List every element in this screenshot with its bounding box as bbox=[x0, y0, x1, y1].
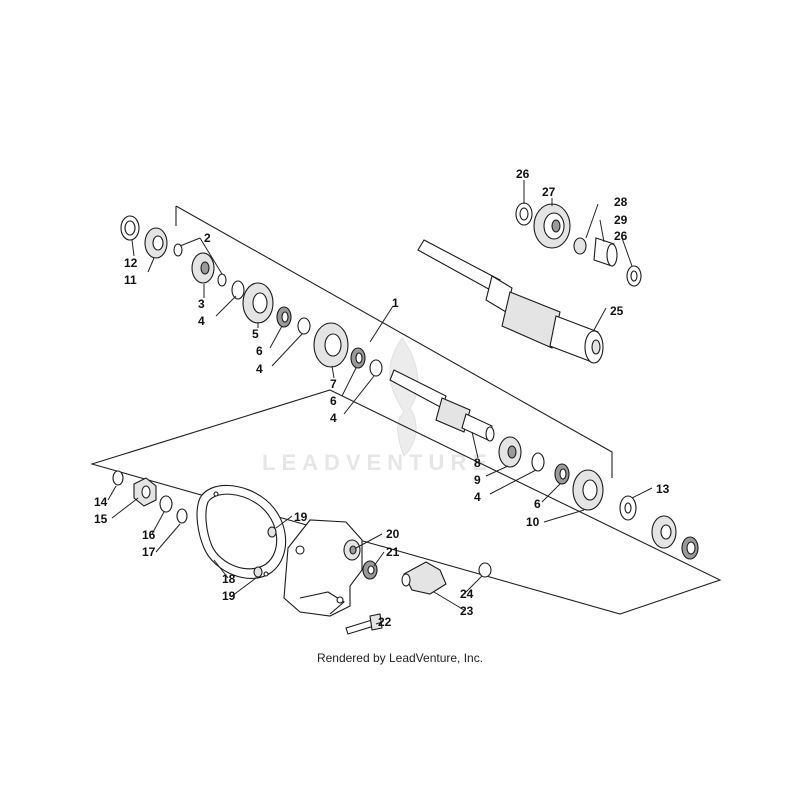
bushing-28 bbox=[573, 237, 587, 255]
callout-label: 15 bbox=[94, 512, 108, 526]
dowel-19-bottom bbox=[253, 566, 263, 578]
callout-label: 3 bbox=[198, 297, 205, 311]
washer-12 bbox=[120, 215, 140, 241]
callout-label: 16 bbox=[142, 528, 156, 542]
gear-10 bbox=[572, 469, 604, 511]
callout-label: 12 bbox=[124, 256, 138, 270]
callout-label: 13 bbox=[656, 482, 670, 496]
hub-3 bbox=[191, 252, 215, 284]
callout-label: 6 bbox=[534, 497, 541, 511]
callout-label: 19 bbox=[294, 510, 308, 524]
callout-label: 4 bbox=[330, 411, 337, 425]
callout-label: 4 bbox=[474, 490, 481, 504]
washer-26-right bbox=[626, 265, 642, 287]
callout-label: 23 bbox=[460, 604, 474, 618]
watermark-text: LEADVENTURE bbox=[262, 450, 493, 475]
callout-label: 26 bbox=[516, 167, 530, 181]
bearing-6b bbox=[350, 347, 366, 369]
washer-13 bbox=[619, 495, 637, 521]
callout-label: 9 bbox=[474, 473, 481, 487]
callout-label: 18 bbox=[222, 572, 236, 586]
bearing-6c bbox=[554, 463, 570, 485]
watermark-flame-logo bbox=[389, 337, 419, 457]
callout-label: 27 bbox=[542, 185, 556, 199]
callout-label: 20 bbox=[386, 527, 400, 541]
clip-2b bbox=[217, 273, 227, 287]
callout-label: 26 bbox=[614, 229, 628, 243]
callout-label: 5 bbox=[252, 327, 259, 341]
bearing-right bbox=[651, 515, 677, 549]
washer-4b bbox=[297, 317, 311, 335]
gear-27 bbox=[533, 203, 571, 249]
callout-label: 17 bbox=[142, 545, 156, 559]
callout-label: 21 bbox=[386, 545, 400, 559]
footer-credit: Rendered by LeadVenture, Inc. bbox=[317, 651, 483, 665]
oring-24 bbox=[478, 562, 492, 578]
callout-label: 2 bbox=[204, 231, 211, 245]
seal-right bbox=[681, 536, 699, 560]
callout-label: 29 bbox=[614, 213, 628, 227]
bolt-22 bbox=[345, 613, 383, 635]
case-assembly-frame bbox=[90, 389, 722, 615]
callout-label: 6 bbox=[256, 344, 263, 358]
callout-label: 25 bbox=[610, 304, 624, 318]
sleeve-29 bbox=[593, 237, 618, 267]
washer-26-top bbox=[515, 202, 533, 226]
washer-4d bbox=[531, 452, 545, 472]
clip-14 bbox=[112, 470, 124, 486]
sensor-23 bbox=[401, 561, 447, 595]
callout-label: 1 bbox=[392, 296, 399, 310]
dowel-19-top bbox=[267, 526, 277, 538]
callout-label: 19 bbox=[222, 589, 236, 603]
callout-label: 7 bbox=[330, 377, 337, 391]
callout-labels: 26 27 28 29 26 2 12 11 3 4 5 6 4 1 25 7 … bbox=[94, 167, 670, 629]
callout-label: 4 bbox=[198, 314, 205, 328]
clip-2 bbox=[173, 243, 183, 257]
callout-label: 10 bbox=[526, 515, 540, 529]
washer-4a bbox=[231, 280, 245, 300]
mainshaft-8 bbox=[389, 369, 495, 442]
bearing-6a bbox=[276, 306, 292, 328]
callout-label: 8 bbox=[474, 456, 481, 470]
seal-21 bbox=[362, 560, 378, 580]
nut-15 bbox=[133, 477, 157, 507]
callout-label: 11 bbox=[124, 273, 137, 287]
leader-lines bbox=[107, 180, 653, 625]
washer-4c bbox=[369, 359, 383, 377]
callout-label: 22 bbox=[378, 615, 392, 629]
output-shaft-25 bbox=[417, 239, 604, 364]
shaft-assembly-frame bbox=[175, 205, 613, 478]
callout-label: 14 bbox=[94, 495, 108, 509]
washer-16 bbox=[159, 495, 173, 513]
cover-20 bbox=[283, 519, 363, 617]
callout-label: 4 bbox=[256, 362, 263, 376]
gear-11 bbox=[144, 227, 168, 259]
callout-label: 24 bbox=[460, 587, 474, 601]
oring-17 bbox=[176, 508, 188, 524]
gasket-18 bbox=[196, 484, 287, 579]
hub-9 bbox=[498, 436, 522, 468]
gear-5 bbox=[242, 282, 274, 324]
callout-label: 28 bbox=[614, 195, 628, 209]
gear-7 bbox=[313, 322, 349, 368]
callout-label: 6 bbox=[330, 394, 337, 408]
